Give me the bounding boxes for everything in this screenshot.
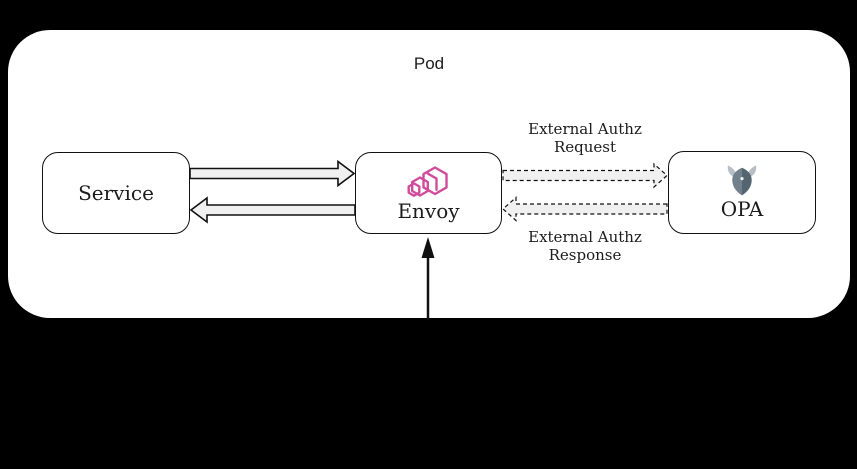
opa-logo-icon [727,165,757,196]
pod-title: Pod [413,54,445,73]
envoy-label: Envoy [397,199,460,223]
service-label: Service [78,181,154,205]
external-authz-request-label: External Authz Request [528,120,642,156]
node-envoy: Envoy [355,152,502,234]
node-opa: OPA [668,151,816,234]
node-service: Service [42,152,190,234]
envoy-logo-icon [407,166,448,197]
external-authz-response-label: External Authz Response [528,228,642,264]
opa-label: OPA [720,197,764,221]
